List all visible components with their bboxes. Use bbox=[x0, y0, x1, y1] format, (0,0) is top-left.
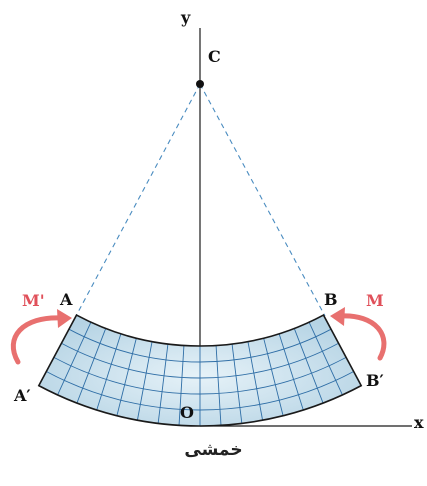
beam-grid-radial-line bbox=[55, 317, 94, 400]
beam-grid-arc-line bbox=[61, 342, 339, 379]
beam-grid-arc-line bbox=[46, 371, 354, 411]
beam-grid-radial-line bbox=[178, 340, 185, 426]
caption: خمشی bbox=[184, 440, 243, 460]
point-c-label: C bbox=[208, 47, 221, 66]
point-a-label: A bbox=[59, 290, 73, 309]
point-b-prime-label: B′ bbox=[366, 371, 384, 390]
moment-m-label: M bbox=[366, 291, 384, 310]
dashed-line-cb bbox=[199, 83, 326, 317]
x-axis-label: x bbox=[414, 413, 424, 432]
moment-arrow-left bbox=[10, 309, 72, 365]
beam-grid-arc-line bbox=[68, 328, 332, 363]
point-b-label: B bbox=[324, 290, 338, 309]
beam-grid-radial-line bbox=[136, 336, 154, 426]
center-point-c bbox=[196, 80, 204, 88]
beam-grid-radial-line bbox=[306, 317, 345, 400]
beam-grid-radial-line bbox=[292, 323, 326, 408]
beam-grid-radial-line bbox=[94, 328, 123, 415]
beam-grid-arc-line bbox=[53, 357, 347, 395]
dashed-line-ca bbox=[75, 83, 201, 317]
beam-grid bbox=[46, 317, 354, 426]
beam-grid-radial-line bbox=[246, 336, 264, 426]
moment-m-prime-label: M' bbox=[22, 291, 45, 310]
beam-grid-radial-line bbox=[74, 323, 108, 408]
beam-grid-radial-line bbox=[262, 333, 285, 421]
beam-outline bbox=[37, 313, 363, 427]
beam-grid-radial-line bbox=[231, 339, 243, 426]
beam-grid-radial-line bbox=[277, 328, 306, 415]
beam-grid-radial-line bbox=[157, 339, 169, 426]
beam-grid-radial-line bbox=[115, 333, 138, 421]
beam-grid-radial-line bbox=[215, 340, 222, 426]
moment-arrow-right bbox=[330, 307, 387, 361]
origin-o-label: O bbox=[180, 403, 194, 422]
point-a-prime-label: A′ bbox=[13, 386, 31, 405]
y-axis-label: y bbox=[180, 8, 191, 27]
